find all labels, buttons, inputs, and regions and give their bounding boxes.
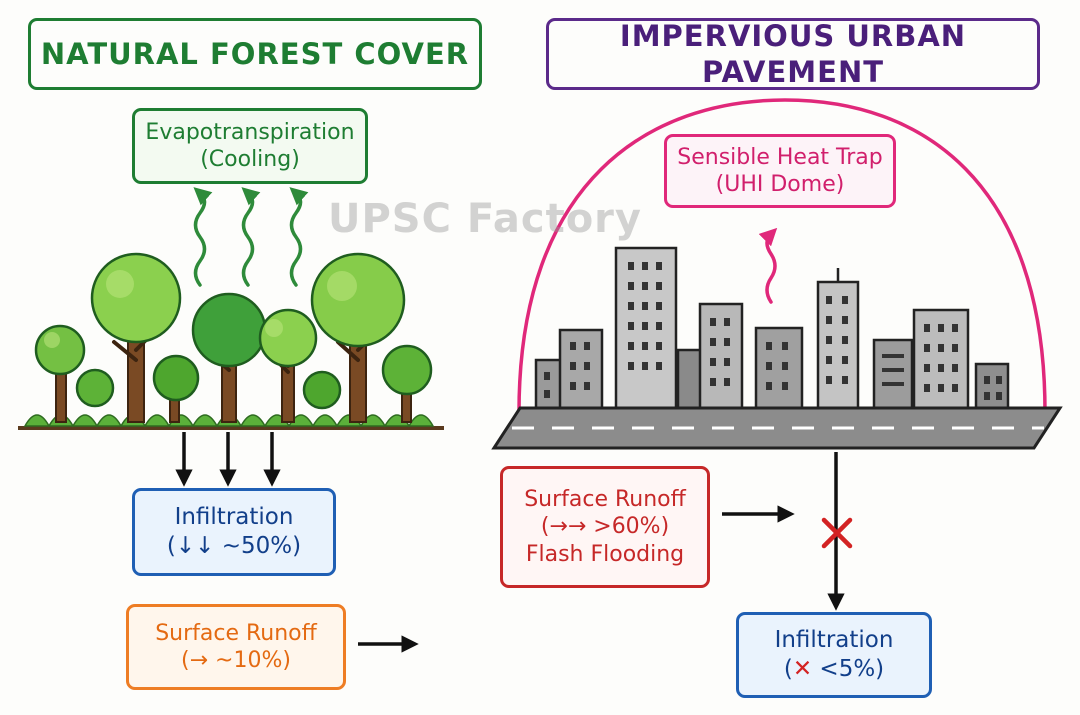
- evapotranspiration-box: Evapotranspiration (Cooling): [132, 108, 368, 184]
- city-skyline: [534, 246, 1010, 412]
- forest-title-text: NATURAL FOREST COVER: [40, 36, 470, 71]
- urban-infiltration-text: <5%): [812, 656, 885, 682]
- urban-runoff-value: (→→ >60%): [540, 514, 670, 540]
- evapotranspiration-sublabel: (Cooling): [200, 147, 300, 172]
- heat-trap-box: Sensible Heat Trap (UHI Dome): [664, 134, 896, 208]
- urban-runoff-label: Surface Runoff: [524, 486, 686, 512]
- forest-infiltration-label: Infiltration: [174, 504, 294, 531]
- forest-runoff-box: Surface Runoff (→ ~10%): [126, 604, 346, 690]
- uhi-dome: [517, 98, 1047, 413]
- evapotranspiration-arrows: [193, 187, 309, 287]
- urban-runoff-box: Surface Runoff (→→ >60%) Flash Flooding: [500, 466, 710, 588]
- heat-trap-label: Sensible Heat Trap: [677, 144, 883, 170]
- urban-infiltration-label: Infiltration: [774, 627, 894, 654]
- forest-infiltration-value: (↓↓ ~50%): [166, 533, 302, 559]
- heat-trap-arrow: [758, 227, 778, 304]
- forest-illustration: [18, 252, 444, 430]
- heat-trap-sublabel: (UHI Dome): [715, 172, 845, 197]
- urban-infiltration-value: (✕ <5%): [784, 655, 884, 684]
- building-windows: [544, 262, 1002, 400]
- urban-runoff-note: Flash Flooding: [525, 541, 685, 567]
- urban-title-text: IMPERVIOUS URBAN PAVEMENT: [619, 18, 967, 89]
- evapotranspiration-label: Evapotranspiration: [145, 119, 355, 145]
- forest-runoff-label: Surface Runoff: [155, 620, 317, 646]
- cross-icon: ✕: [792, 656, 813, 682]
- urban-infiltration-box: Infiltration (✕ <5%): [736, 612, 932, 698]
- forest-runoff-value: (→ ~10%): [181, 648, 291, 673]
- urban-infiltration-prefix: (: [783, 656, 793, 682]
- watermark-text: UPSC Factory: [328, 196, 642, 242]
- forest-infiltration-arrows: [175, 432, 281, 487]
- blocked-x-icon: [821, 517, 853, 549]
- urban-title: IMPERVIOUS URBAN PAVEMENT: [546, 18, 1040, 90]
- pavement-road: [491, 406, 1063, 450]
- forest-title: NATURAL FOREST COVER: [28, 18, 482, 90]
- forest-infiltration-box: Infiltration (↓↓ ~50%): [132, 488, 336, 576]
